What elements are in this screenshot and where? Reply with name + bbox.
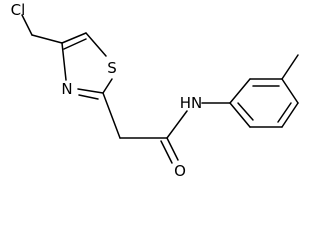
ring-bond-4-inner (277, 102, 292, 123)
bond-ch2-c4 (31, 34, 63, 44)
bond-cl-ch2 (21, 14, 33, 36)
ring-bond-6 (229, 102, 251, 128)
bond-c2-ch2 (102, 92, 121, 139)
ring-bond-1 (229, 78, 251, 104)
molecule-structure: Cl S N HN O (11, 1, 299, 180)
bond-ring-methyl (281, 54, 299, 80)
sulfur-label: S (107, 59, 117, 77)
bond-c4-c5 (61, 32, 87, 44)
amide-nh-label: HN (180, 94, 203, 112)
bond-carbonyl-nh (166, 110, 188, 139)
bond-c4-c5-double (63, 38, 87, 50)
bond-s-c2 (102, 78, 113, 94)
bond-c2-n (77, 88, 104, 94)
chlorine-label: Cl (11, 1, 26, 19)
bond-carbonyl-o-double (160, 140, 173, 164)
oxygen-label: O (174, 162, 186, 180)
ring-bond-4 (281, 102, 299, 128)
bond-carbonyl-o (166, 137, 179, 161)
bond-c2-n-double (78, 94, 99, 100)
ring-bond-3 (281, 78, 299, 104)
structure-canvas: Cl S N HN O (10, 1, 299, 180)
nitrogen-label: N (61, 80, 72, 98)
ring-bond-6-inner (237, 102, 254, 121)
bond-c5-s (85, 32, 107, 57)
bond-n-c4 (61, 42, 67, 81)
